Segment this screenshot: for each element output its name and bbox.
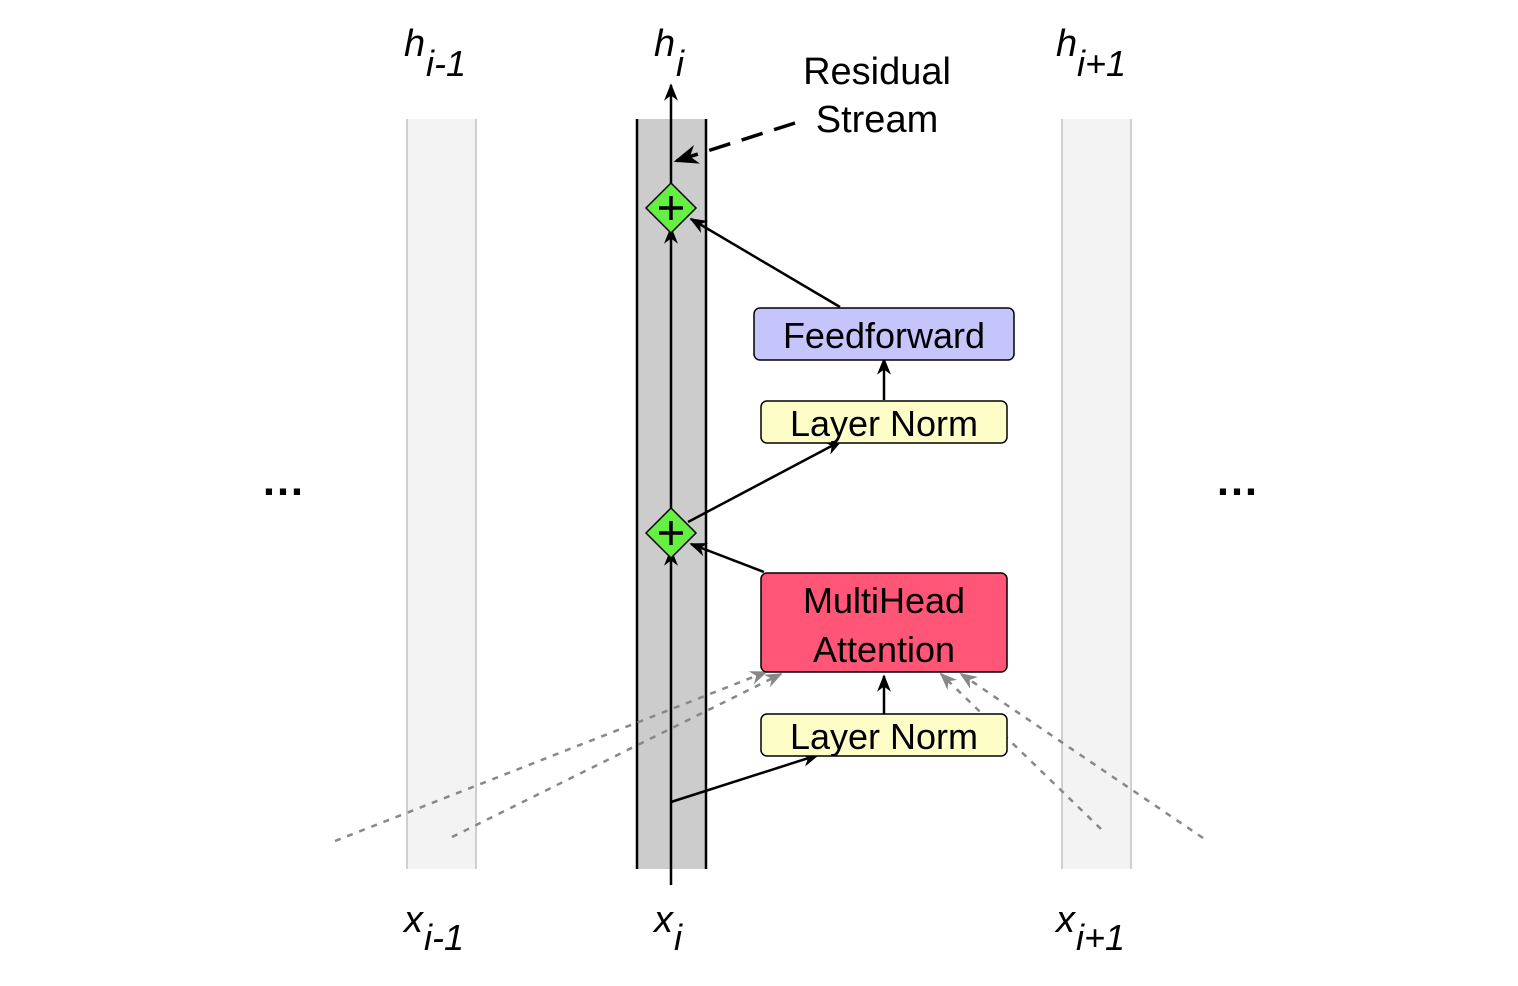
column-next <box>1061 119 1132 869</box>
annotation-pointer-arrow <box>673 121 796 164</box>
add-node-bottom <box>644 506 698 560</box>
layer-norm-top-rect <box>760 400 1008 444</box>
add-node-top <box>644 181 698 235</box>
attention-label-line2: Attention <box>813 629 955 670</box>
ellipsis-left: … <box>261 456 305 505</box>
layer-norm-top-label: Layer Norm <box>790 403 978 444</box>
arrow-feedforward-to-add <box>689 217 841 309</box>
label-h-next-base: h <box>1056 23 1077 65</box>
layer-norm-bottom-rect <box>760 713 1008 757</box>
label-x-current: x i <box>652 899 683 958</box>
dotted-arrow-from-far-right <box>959 672 1204 840</box>
attention-box-rect <box>760 572 1008 673</box>
attention-box: MultiHead Attention <box>760 572 1008 673</box>
label-h-prev-base: h <box>404 23 425 65</box>
annotation-line2: Stream <box>816 99 938 141</box>
label-h-current-sub: i <box>676 43 685 84</box>
dotted-arrow-from-right <box>939 672 1102 830</box>
ellipsis-right: … <box>1215 456 1259 505</box>
arrow-attention-to-add <box>689 542 765 574</box>
label-h-next-sub: i+1 <box>1077 43 1126 84</box>
attention-label-line1: MultiHead <box>803 580 965 621</box>
branch-arrows <box>670 217 891 804</box>
column-next-fill <box>1062 119 1131 869</box>
label-x-next: x i+1 <box>1054 899 1125 958</box>
label-h-current: h i <box>654 23 685 84</box>
label-x-next-base: x <box>1054 899 1077 941</box>
layer-norm-bottom-box: Layer Norm <box>760 713 1008 757</box>
dotted-arrow-from-left <box>451 672 783 839</box>
label-x-prev-sub: i-1 <box>424 917 464 958</box>
label-h-current-base: h <box>654 23 675 65</box>
label-x-prev: x i-1 <box>402 899 464 958</box>
arrow-add-to-layer-norm-top <box>687 439 843 524</box>
layer-norm-top-box: Layer Norm <box>760 400 1008 444</box>
feedforward-box: Feedforward <box>753 307 1015 361</box>
label-x-current-sub: i <box>674 917 683 958</box>
feedforward-box-rect <box>753 307 1015 361</box>
feedforward-label: Feedforward <box>783 315 985 356</box>
label-x-next-sub: i+1 <box>1076 917 1125 958</box>
annotation-line1: Residual <box>803 51 951 93</box>
label-h-prev-sub: i-1 <box>426 43 466 84</box>
label-h-prev: h i-1 <box>404 23 466 84</box>
label-h-next: h i+1 <box>1056 23 1126 84</box>
label-x-current-base: x <box>652 899 675 941</box>
label-x-prev-base: x <box>402 899 425 941</box>
column-prev <box>406 119 477 869</box>
layer-norm-bottom-label: Layer Norm <box>790 716 978 757</box>
arrow-stream-to-layer-norm-bottom <box>670 753 820 804</box>
cross-attention-lines <box>334 670 1204 843</box>
column-prev-fill <box>407 119 476 869</box>
